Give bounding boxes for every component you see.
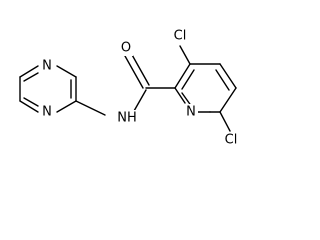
- bond-pyrimidine-1: [19, 65, 39, 78]
- pyrimidine-ring: [19, 65, 77, 113]
- bond-pyridine-3-double: [215, 69, 230, 91]
- bond-pyridine-1-double: [181, 69, 195, 90]
- chlorine-substituents: [179, 45, 231, 132]
- nh-label: NH: [117, 111, 137, 126]
- cl-bottom-label-background: [221, 132, 241, 148]
- nh-label-background: [114, 110, 140, 126]
- nitrogen-pyridine-label: N: [186, 105, 196, 120]
- bond-pyridine-6: [174, 87, 186, 104]
- atom-labels: O NH Cl Cl N N N: [40, 28, 241, 148]
- bond-top-chlorine: [179, 45, 191, 65]
- n-pyrimidine-bottom-label-background: [40, 104, 54, 120]
- bond-pyrimidine-2: [56, 65, 77, 78]
- bond-pyrimidine-5: [19, 100, 39, 113]
- n-pyridine-label-background: [184, 104, 198, 120]
- bond-bottom-chlorine: [219, 111, 231, 132]
- bond-nh-to-carbonyl: [133, 89, 147, 112]
- bond-carbonyl-oxygen-double: [130, 52, 150, 86]
- bond-pyridine-3: [219, 63, 237, 89]
- bond-pyrimidine-5-double: [23, 97, 39, 107]
- amide-linker: [75, 52, 176, 116]
- bond-pyrimidine-4: [56, 100, 77, 113]
- oxygen-label: O: [121, 41, 131, 56]
- bond-pyrimidine-to-nh: [75, 100, 106, 116]
- cl-top-label-background: [170, 28, 190, 44]
- chlorine-top-label: Cl: [174, 29, 187, 44]
- o-label-background: [119, 40, 133, 56]
- bond-pyridine-4: [219, 87, 237, 113]
- nitrogen-pyrimidine-bottom-label: N: [42, 105, 52, 120]
- bond-pyrimidine-1-double: [23, 72, 39, 82]
- nitrogen-pyrimidine-top-label: N: [42, 59, 52, 74]
- molecule-structure: O NH Cl Cl N N N: [19, 28, 241, 148]
- n-pyrimidine-top-label-background: [40, 58, 54, 74]
- bond-carbonyl-oxygen: [124, 55, 144, 89]
- chlorine-bottom-label: Cl: [225, 133, 238, 148]
- bond-pyridine-1: [174, 63, 191, 89]
- molecule-canvas: O NH Cl Cl N N N: [19, 28, 241, 148]
